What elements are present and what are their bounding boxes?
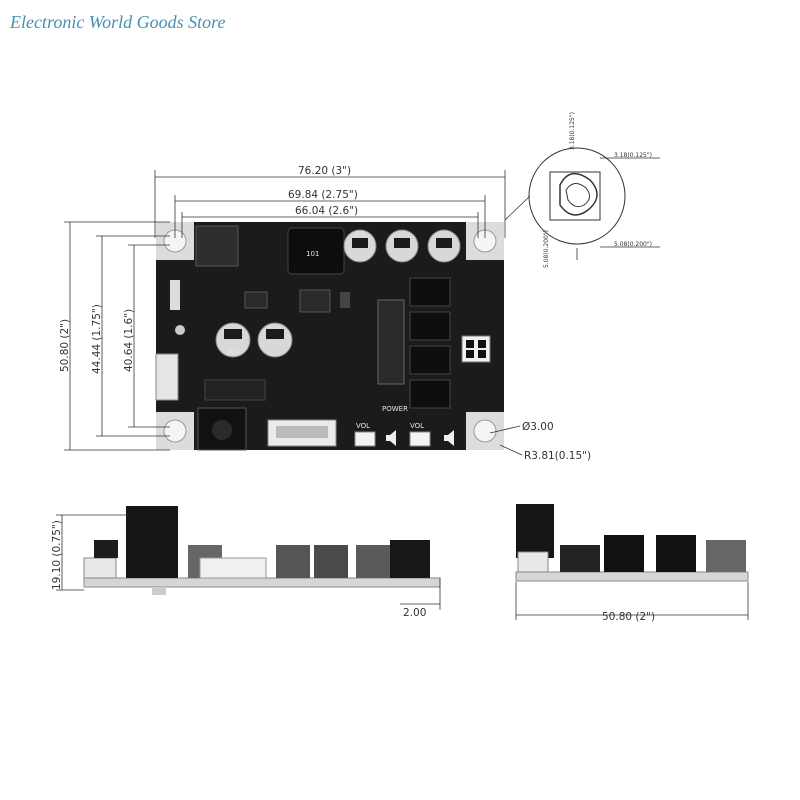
hole-diameter-label: Ø3.00 bbox=[522, 421, 554, 433]
height-outer-label: 50.80 (2") bbox=[59, 319, 71, 372]
detail-dim-b: 3.18(0.125") bbox=[569, 112, 576, 150]
board-thickness-label: 2.00 bbox=[403, 607, 426, 619]
store-watermark: Electronic World Goods Store bbox=[10, 12, 226, 32]
detail-dim-a: 3.18(0.125") bbox=[614, 152, 652, 159]
speaker-icon bbox=[444, 430, 454, 446]
power-label: POWER bbox=[382, 405, 408, 413]
detail-dim-d: 5.08(0.200") bbox=[543, 230, 550, 268]
speaker-icon bbox=[386, 430, 396, 446]
side-view-front: 19.10 (0.75") 2.00 bbox=[51, 506, 441, 619]
vol-plus-label: VOL bbox=[410, 422, 424, 430]
hole-detail-view: 3.18(0.125") 5.08(0.200") 3.18(0.125") 5… bbox=[504, 112, 660, 268]
side-width-label: 50.80 (2") bbox=[602, 611, 655, 623]
height-inner-label: 40.64 (1.6") bbox=[123, 309, 135, 372]
mounting-hole-bl bbox=[156, 412, 194, 450]
detail-dim-c: 5.08(0.200") bbox=[614, 241, 652, 248]
side-height-label: 19.10 (0.75") bbox=[51, 520, 63, 590]
width-mid-label: 69.84 (2.75") bbox=[288, 189, 358, 201]
cap-label: 16V bbox=[226, 348, 240, 356]
inductor-label: 101 bbox=[306, 250, 319, 258]
width-outer-label: 76.20 (3") bbox=[298, 165, 351, 177]
height-mid-label: 44.44 (1.75") bbox=[91, 304, 103, 374]
hole-callouts: Ø3.00 R3.81(0.15") bbox=[489, 421, 591, 462]
pcb-top-view: 101 16V bbox=[155, 222, 504, 451]
vol-minus-label: VOL bbox=[356, 422, 370, 430]
side-view-side: 50.80 (2") bbox=[515, 504, 749, 623]
height-dimensions: 50.80 (2") 44.44 (1.75") 40.64 (1.6") bbox=[59, 221, 170, 451]
width-dimensions: 76.20 (3") 69.84 (2.75") 66.04 (2.6") bbox=[154, 165, 506, 238]
hole-radius-label: R3.81(0.15") bbox=[524, 450, 591, 462]
mounting-hole-tr bbox=[466, 222, 504, 260]
width-inner-label: 66.04 (2.6") bbox=[295, 205, 358, 217]
